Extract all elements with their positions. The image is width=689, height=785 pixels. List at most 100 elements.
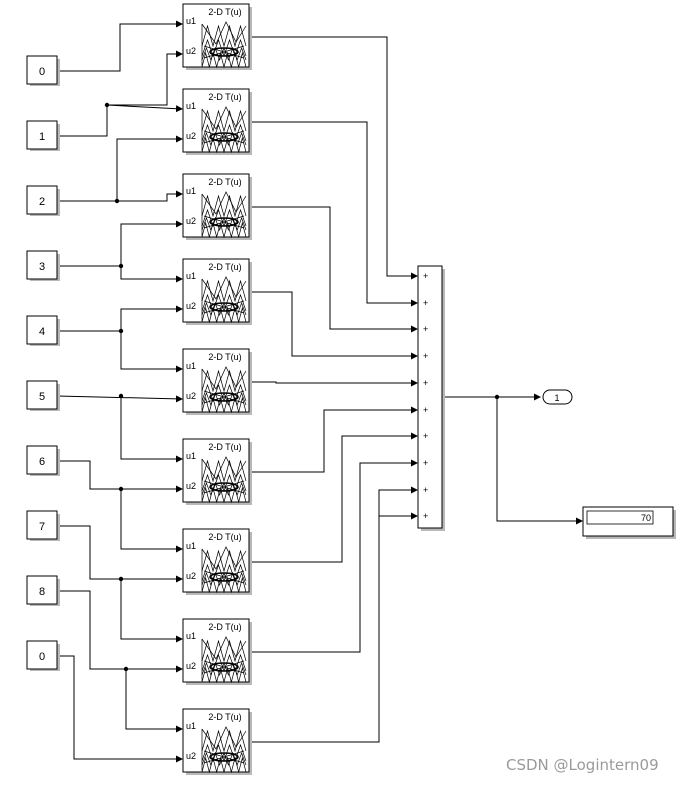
surface-mesh-icon [201,726,247,774]
constant-value: 5 [39,391,45,403]
sum-input-sign: + [423,324,428,334]
signal-line [250,121,418,307]
signal-line [57,460,183,493]
branch-point [118,486,124,492]
input-port-label-u2: u2 [186,391,196,401]
input-port-label-u2: u2 [186,46,196,56]
display-block[interactable]: 70 [582,506,676,539]
surface-mesh-icon [201,546,247,594]
constant-value: 0 [39,651,45,663]
lookup-title: 2-D T(u) [208,92,241,102]
signal-line [250,512,418,743]
constant-value: 4 [39,326,45,338]
input-port-label-u1: u1 [186,271,196,281]
signal-line [250,291,418,360]
constant-value: 3 [39,261,45,273]
constant-block[interactable]: 0 [26,55,60,86]
constant-value: 6 [39,456,45,468]
constant-block[interactable]: 4 [26,315,60,346]
lookup-table-2d-block[interactable]: 2-D T(u) u1 u2 [182,348,252,415]
display-value: 70 [641,513,651,523]
sum-input-sign: + [423,405,428,415]
constant-block[interactable]: 1 [26,120,60,151]
signal-line [57,655,183,763]
sum-block[interactable]: ++++++++++ [417,265,445,531]
outport-block[interactable]: 1 [542,389,573,405]
signal-line [120,266,183,283]
input-port-label-u1: u1 [186,631,196,641]
lookup-title: 2-D T(u) [208,532,241,542]
lookup-title: 2-D T(u) [208,7,241,17]
branch-point [118,576,124,582]
constant-block[interactable]: 7 [26,510,60,541]
sum-input-sign: + [423,271,428,281]
signal-line [57,220,183,267]
constant-value: 7 [39,521,45,533]
signal-line [120,396,183,463]
signal-line [106,104,183,113]
constant-value: 1 [39,131,45,143]
signal-line [57,20,183,72]
constant-value: 8 [39,586,45,598]
surface-mesh-icon [201,456,247,504]
constant-block[interactable]: 5 [26,380,60,411]
surface-mesh-icon [201,366,247,414]
input-port-label-u2: u2 [186,216,196,226]
signal-line [120,579,183,643]
sum-input-sign: + [423,431,428,441]
constant-block[interactable]: 8 [26,575,60,606]
signal-line [120,489,183,553]
constant-block[interactable]: 3 [26,250,60,281]
signal-line [57,135,183,202]
branch-point [118,263,124,269]
signal-line [250,486,418,743]
branch-point [114,198,120,204]
surface-mesh-icon [201,276,247,324]
input-port-label-u1: u1 [186,451,196,461]
lookup-title: 2-D T(u) [208,352,241,362]
signal-line [57,305,183,332]
signal-line [57,50,183,137]
lookup-title: 2-D T(u) [208,712,241,722]
constant-block[interactable]: 2 [26,185,60,216]
sum-input-sign: + [423,351,428,361]
signal-line [57,525,183,583]
sum-input-sign: + [423,458,428,468]
signal-line [250,459,418,653]
constant-block[interactable]: 6 [26,445,60,476]
signal-line [125,669,183,733]
input-port-label-u1: u1 [186,101,196,111]
signal-line [496,397,583,525]
input-port-label-u1: u1 [186,721,196,731]
input-port-label-u1: u1 [186,186,196,196]
surface-mesh-icon [201,106,247,154]
signal-line [57,590,183,673]
sum-input-sign: + [423,511,428,521]
lookup-table-2d-block[interactable]: 2-D T(u) u1 u2 [182,3,252,70]
signal-line [120,331,183,373]
constant-block[interactable]: 0 [26,640,60,671]
signal-line [250,206,418,333]
branch-point [118,393,124,399]
sum-input-sign: + [423,298,428,308]
signal-line [250,406,418,473]
sum-input-sign: + [423,485,428,495]
input-port-label-u1: u1 [186,361,196,371]
signal-lines [56,20,583,763]
input-port-label-u1: u1 [186,541,196,551]
constant-value: 0 [39,66,45,78]
surface-mesh-icon [201,191,247,239]
input-port-label-u1: u1 [186,16,196,26]
input-port-label-u2: u2 [186,301,196,311]
branch-point [118,328,124,334]
branch-point [123,666,129,672]
surface-mesh-icon [201,636,247,684]
